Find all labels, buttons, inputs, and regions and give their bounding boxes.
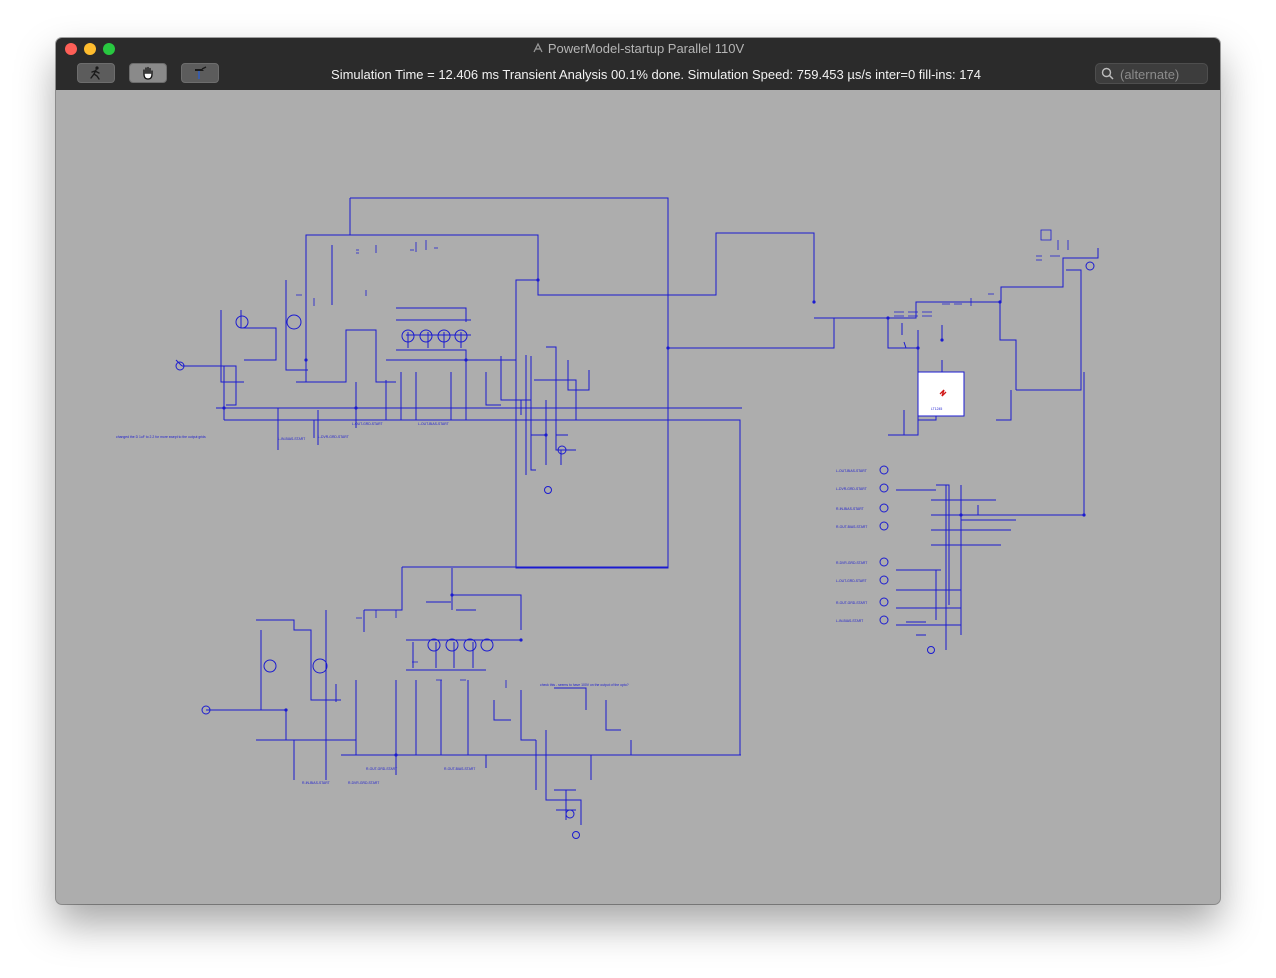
net-label-transistor-3: R-IN-BIAS-START: [836, 507, 864, 511]
net-label-l-dvr-grd: L-DVR-GRD-START: [318, 435, 349, 439]
npn-transistor-b[interactable]: [565, 809, 575, 819]
pan-button[interactable]: [129, 63, 167, 83]
tube-output-8[interactable]: [480, 638, 494, 652]
wire-lower-top: [325, 566, 668, 780]
zoom-window-button[interactable]: [103, 43, 115, 55]
wire-lower-tubes: [406, 639, 521, 671]
net-label-l-in-bias: L-IN-BIAS-START: [278, 437, 305, 441]
search-box[interactable]: [1095, 63, 1208, 84]
npn-transistor-g[interactable]: [879, 557, 889, 567]
close-window-button[interactable]: [65, 43, 77, 55]
wire-supply-rail: [814, 317, 919, 400]
minimize-window-button[interactable]: [84, 43, 96, 55]
wire-lower-output: [545, 700, 632, 825]
wire-output-tubes: [396, 307, 471, 372]
pulse-source-a[interactable]: [544, 486, 552, 494]
net-label-l-out-grd: L-OUT-GRD-START: [352, 422, 383, 426]
wire-lower-input: [206, 619, 341, 741]
window-title: PowerModel-startup Parallel 110V: [56, 41, 1220, 56]
window-title-text: PowerModel-startup Parallel 110V: [547, 41, 745, 56]
tube-driver-left[interactable]: [286, 314, 302, 330]
schematic-canvas[interactable]: LT1245 L-IN-BIAS-START L-DVR-GRD-START L…: [56, 90, 1220, 904]
hand-pan-icon: [143, 66, 153, 80]
comment-grid-note: changed the D 1uF to 2.2 for more swept …: [116, 435, 206, 439]
wire-cathode-bus: [216, 407, 742, 450]
schematic-drawing[interactable]: LT1245 L-IN-BIAS-START L-DVR-GRD-START L…: [56, 90, 1220, 904]
net-label-transistor-6: L-OUT-GRD-START: [836, 579, 867, 583]
wire-upper-bus: [285, 198, 351, 371]
ic-part-label: LT1245: [931, 407, 942, 411]
net-label-transistor-7: R-OUT-GRD-START: [836, 601, 867, 605]
wire-transistor-grid-lower: [896, 569, 961, 636]
wire-input-stage: [182, 310, 277, 406]
tube-output-1[interactable]: [401, 329, 415, 343]
wire-feedback-top: [537, 232, 815, 302]
schematic-document-icon: [533, 42, 543, 53]
wire-supply-right: [996, 269, 1082, 421]
app-window: PowerModel-startup Parallel 110V Simulat…: [56, 38, 1220, 904]
load-source-top[interactable]: [1085, 261, 1095, 271]
npn-transistor-j[interactable]: [879, 615, 889, 625]
net-label-transistor-5: R-DVR-GRD-START: [836, 561, 867, 565]
npn-transistor-d[interactable]: [879, 483, 889, 493]
tube-input-right[interactable]: [263, 659, 277, 673]
wire-lower-bus: [256, 739, 741, 780]
simulation-status: Simulation Time = 12.406 ms Transient An…: [331, 67, 981, 82]
wire-transistor-out: [961, 372, 1085, 521]
pulse-source-b[interactable]: [572, 831, 580, 839]
wire-top-loop: [305, 197, 669, 569]
npn-transistor-f[interactable]: [879, 521, 889, 531]
wire-output-grid: [385, 359, 516, 420]
search-input[interactable]: [1118, 65, 1208, 84]
signal-source-left[interactable]: [175, 361, 185, 371]
npn-transistor-a[interactable]: [557, 445, 567, 455]
npn-transistor-c[interactable]: [879, 465, 889, 475]
net-label-r-dvr-grd: R-DVR-GRD-START: [348, 781, 379, 785]
signal-source-right[interactable]: [201, 705, 211, 715]
net-label-transistor-1: L-OUT-BIAS-START: [836, 469, 867, 473]
tube-output-6[interactable]: [445, 638, 459, 652]
run-button[interactable]: [77, 63, 115, 83]
pulse-source-c[interactable]: [927, 646, 935, 654]
controller-ic-lt1245[interactable]: [917, 371, 965, 417]
wire-mid-bus: [175, 359, 741, 780]
wire-lower-grid: [335, 680, 469, 755]
hammer-halt-icon: [195, 66, 207, 79]
tube-output-4[interactable]: [454, 329, 468, 343]
tube-input-left[interactable]: [235, 315, 249, 329]
wire-lower-feedback: [493, 687, 587, 791]
net-label-r-out-bias: R-OUT-BIAS-START: [444, 767, 475, 771]
tube-output-3[interactable]: [437, 329, 451, 343]
wire-lower-mid: [426, 568, 522, 630]
lt-logo-icon: [939, 389, 947, 397]
comment-opto-note: check this - seems to have 100V on the o…: [540, 683, 629, 687]
npn-transistor-h[interactable]: [879, 575, 889, 585]
npn-transistor-e[interactable]: [879, 503, 889, 513]
passive-components: [296, 229, 1069, 688]
net-label-transistor-4: R-OUT-BIAS-START: [836, 525, 867, 529]
tube-output-2[interactable]: [419, 329, 433, 343]
tube-output-5[interactable]: [427, 638, 441, 652]
tube-output-7[interactable]: [463, 638, 477, 652]
title-bar: PowerModel-startup Parallel 110V Simulat…: [56, 38, 1220, 90]
net-label-r-out-grd: R-OUT-GRD-START: [366, 767, 397, 771]
net-label-transistor-2: L-DVR-GRD-START: [836, 487, 867, 491]
wire-right-channel-a: [525, 355, 577, 475]
wire-to-supply: [668, 248, 1099, 349]
net-label-transistor-8: L-IN-BIAS-START: [836, 619, 863, 623]
run-icon: [90, 66, 100, 80]
net-label-l-out-bias: L-OUT-BIAS-START: [418, 422, 449, 426]
search-icon: [1101, 67, 1114, 80]
net-label-r-in-bias: R-IN-BIAS-START: [302, 781, 330, 785]
halt-button[interactable]: [181, 63, 219, 83]
wire-driver: [296, 329, 396, 445]
tube-driver-right[interactable]: [312, 658, 328, 674]
npn-transistor-i[interactable]: [879, 597, 889, 607]
